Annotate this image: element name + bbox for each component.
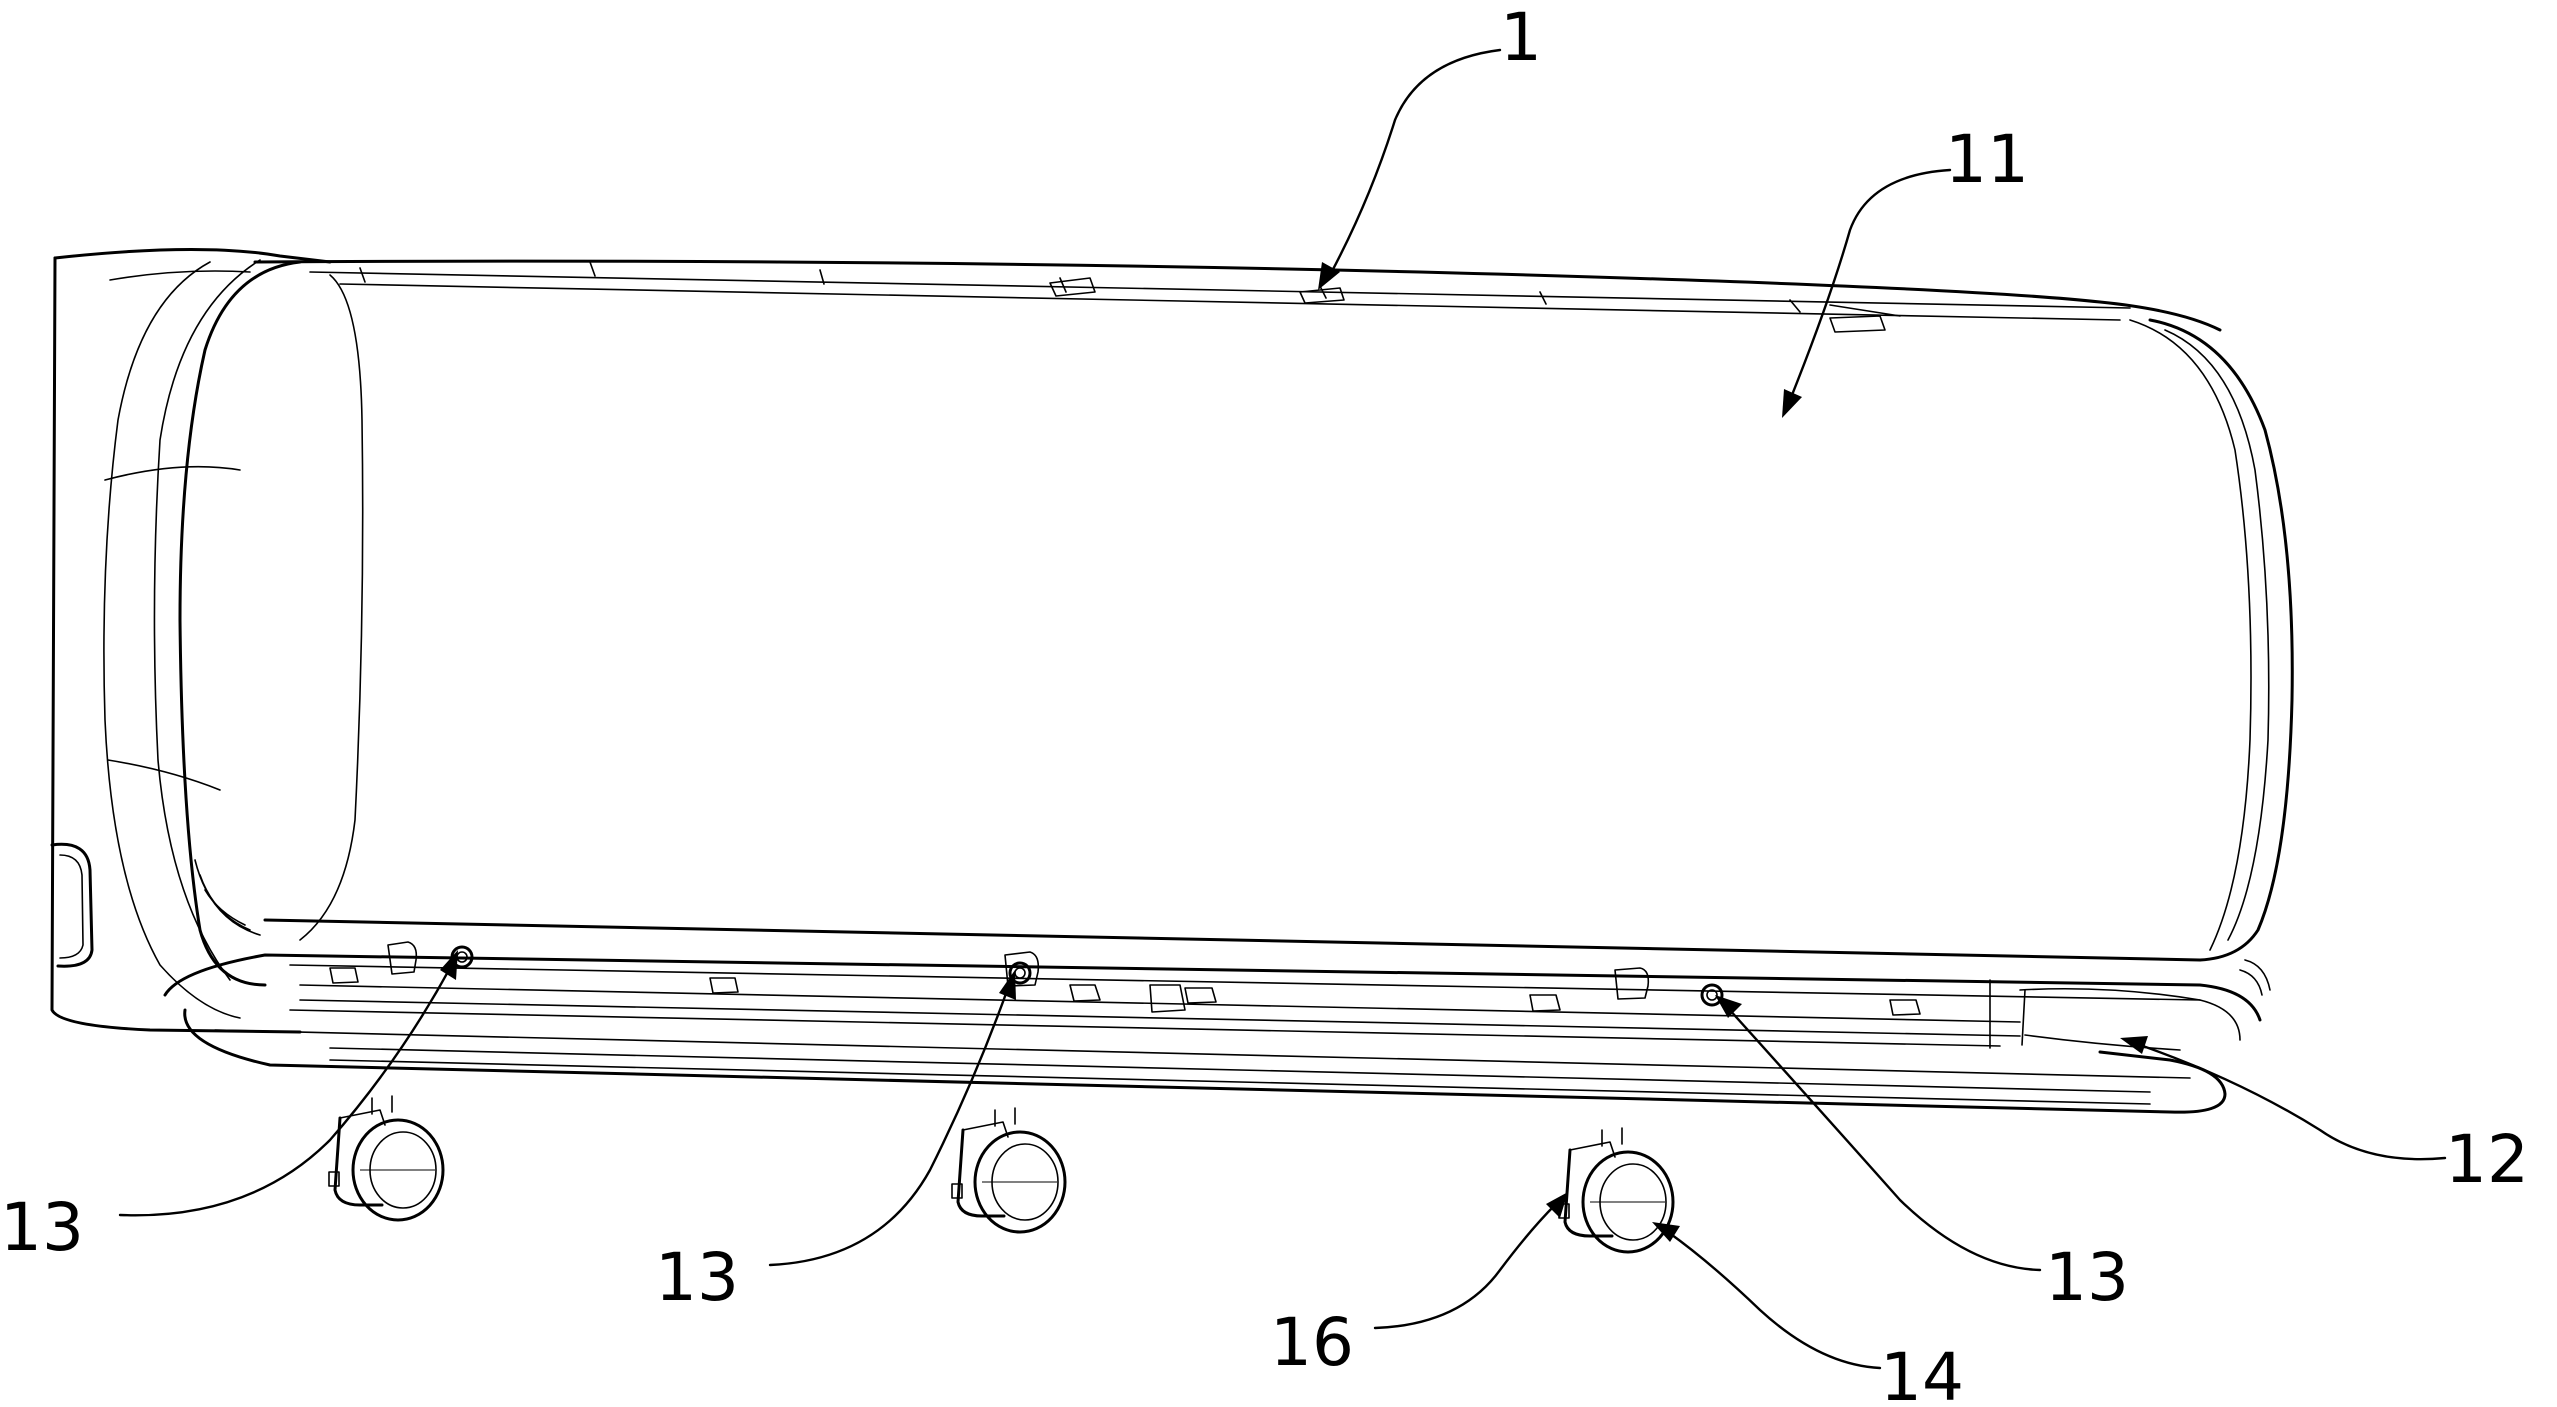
label-13-right: 13 bbox=[2045, 1239, 2129, 1316]
rear-housing bbox=[50, 247, 332, 1034]
wheel-right bbox=[1558, 1127, 1675, 1254]
label-13-middle: 13 bbox=[655, 1239, 739, 1316]
label-1: 1 bbox=[1500, 0, 1542, 76]
lower-outlet bbox=[163, 941, 2262, 1051]
label-16: 16 bbox=[1270, 1304, 1354, 1381]
wheel-middle bbox=[951, 1107, 1067, 1234]
label-13-left: 13 bbox=[0, 1189, 84, 1266]
drive-shafts bbox=[450, 945, 1724, 1007]
label-11: 11 bbox=[1945, 121, 2029, 198]
label-12: 12 bbox=[2445, 1121, 2529, 1198]
wheel-left bbox=[328, 1095, 445, 1222]
leader-lines bbox=[118, 48, 2447, 1370]
main-body bbox=[178, 259, 2294, 996]
bottom-panel bbox=[183, 1008, 2227, 1114]
label-14: 14 bbox=[1880, 1339, 1964, 1407]
